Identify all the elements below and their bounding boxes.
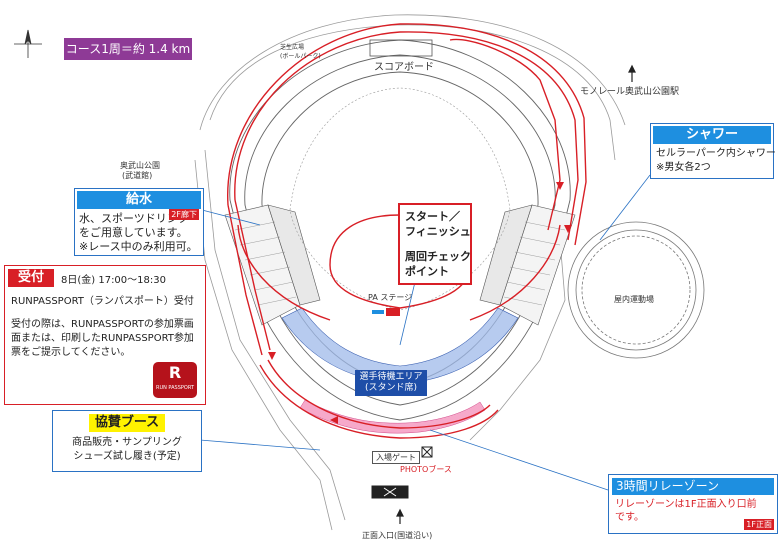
scoreboard-structure: [369, 39, 433, 57]
shower-title: シャワー: [653, 126, 771, 144]
water-station-title: 給水: [77, 191, 201, 209]
park-label: 奥武山公園: [120, 161, 160, 170]
runpassport-logo: R RUN PASSPORT: [153, 362, 197, 398]
water-station-box: 給水 水、スポーツドリンクをご用意しています。 ※レース中のみ利用可。 2F廊下: [74, 188, 204, 256]
seat-rows: [234, 221, 566, 306]
reception-body: 受付の際は、RUNPASSPORTの参加票画面または、印刷したRUNPASSPO…: [11, 319, 194, 358]
main-entrance-label: 正面入口(国道沿い): [362, 531, 433, 540]
water-floor-tag: 2F廊下: [169, 209, 199, 220]
sponsor-booth-box: 協賛ブース 商品販売・サンプリング シューズ試し履き(予定): [52, 410, 202, 472]
start-finish-box: スタート／ フィニッシュ 周回チェック ポイント: [398, 203, 472, 285]
indoor-field: [567, 221, 705, 359]
direction-arrows: [396, 64, 636, 524]
park-sublabel: (武道館): [122, 171, 153, 180]
start-finish-title: スタート／ フィニッシュ: [405, 210, 471, 238]
reception-date: 8日(金) 17:00～18:30: [61, 275, 166, 286]
waiting-area-label: 選手待機エリア (スタンド席): [355, 370, 427, 396]
scoreboard-label: スコアボード: [374, 62, 434, 73]
shower-text: セルラーパーク内シャワー ※男女各2つ: [656, 148, 776, 173]
water-station-text: 水、スポーツドリンクをご用意しています。 ※レース中のみ利用可。: [79, 212, 198, 253]
relay-zone-text: リレーゾーンは1F正面入り口前です。: [615, 499, 757, 523]
course-route: [227, 23, 587, 439]
reception-title: 受付: [8, 269, 54, 287]
sponsor-booth-text: 商品販売・サンプリング シューズ試し履き(予定): [72, 437, 182, 462]
monorail-label: モノレール奥武山公園駅: [580, 87, 680, 97]
lap-checkpoint-label: 周回チェック ポイント: [405, 250, 471, 278]
relay-zone-title: 3時間リレーゾーン: [612, 478, 774, 495]
callout-lines: [199, 174, 651, 491]
reception-subtitle: RUNPASSPORT（ランパスポート）受付: [11, 296, 194, 307]
compass-icon: [14, 29, 42, 58]
runpassport-logo-text: RUN PASSPORT: [155, 385, 195, 391]
sponsor-booth-title: 協賛ブース: [89, 414, 165, 432]
reception-box: 受付 8日(金) 17:00～18:30 RUNPASSPORT（ランパスポート…: [4, 265, 206, 405]
photo-booth-label: PHOTOブース: [400, 465, 452, 474]
entrance-gate-label: 入場ゲート: [372, 451, 420, 464]
runpassport-logo-letter: R: [168, 363, 182, 382]
course-length-badge: コース1周＝約 1.4 km: [64, 38, 192, 60]
course-arrows: [268, 182, 572, 424]
shower-box: シャワー セルラーパーク内シャワー ※男女各2つ: [650, 123, 776, 179]
pa-stage-label: PA ステージ: [368, 293, 413, 302]
pa-stage: [386, 308, 400, 316]
relay-zone-box: 3時間リレーゾーン リレーゾーンは1F正面入り口前です。 1F正面: [608, 474, 778, 534]
ball-park-label: 芝生広場 (ボールパーク): [280, 44, 321, 60]
relay-floor-tag: 1F正面: [744, 519, 774, 530]
pa-stage-side: [372, 310, 384, 314]
gate-markers: [371, 446, 433, 499]
indoor-field-label: 屋内運動場: [614, 295, 654, 304]
